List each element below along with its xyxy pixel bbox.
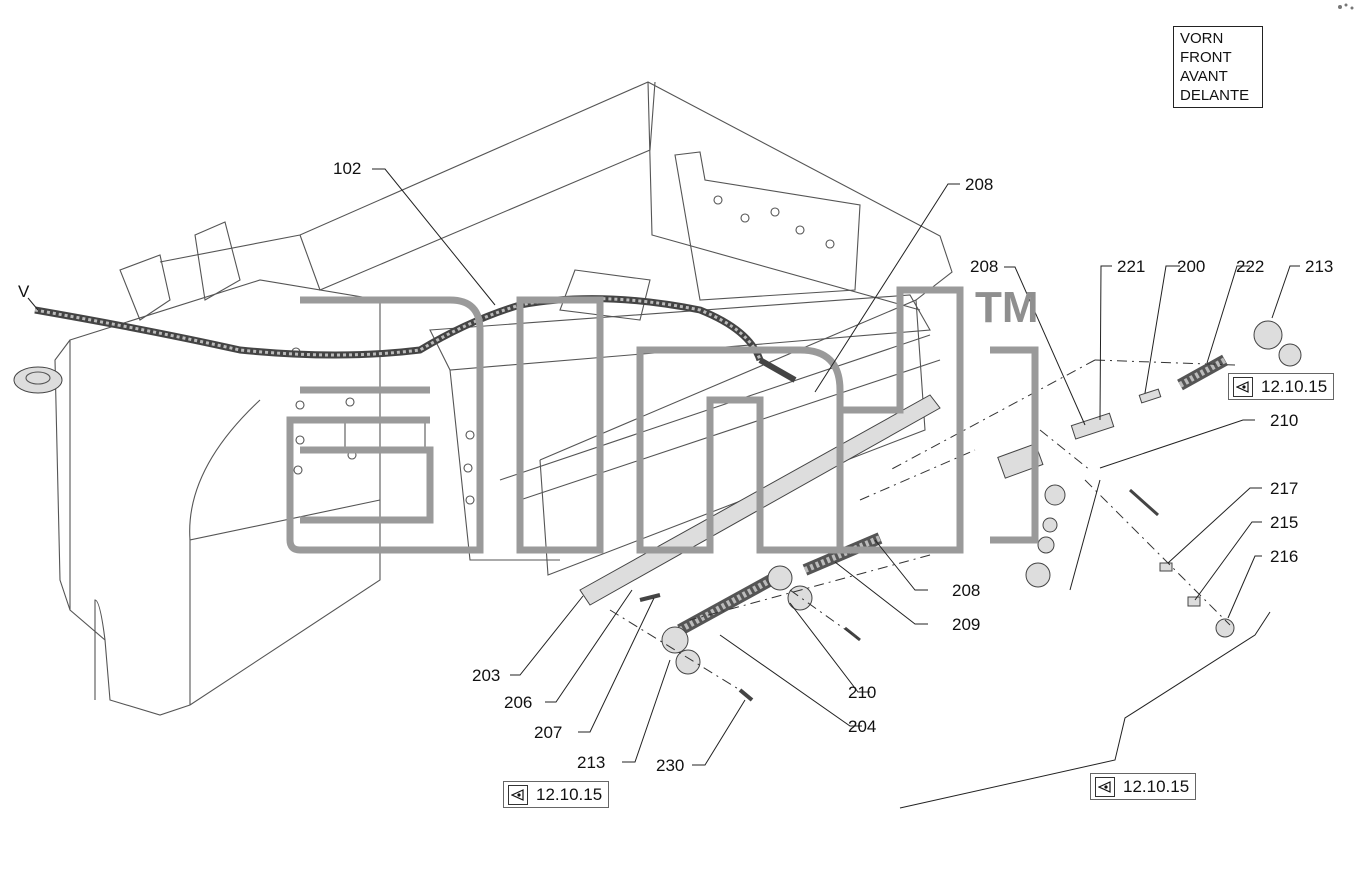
reference-link-top-right[interactable]: 12.10.15 [1228,373,1335,400]
orientation-line-vorn: VORN [1180,30,1224,47]
view-marker-label: V [18,282,30,301]
callout-207: 207 [534,723,562,742]
callout-208-top: 208 [965,175,993,194]
reference-link-label: 12.10.15 [1123,776,1190,796]
reference-link-bottom-right[interactable]: 12.10.15 [1090,773,1197,800]
orientation-box: VORN FRONT AVANT DELANTE [1173,26,1263,108]
watermark-logo [286,286,1039,554]
callout-217: 217 [1270,479,1298,498]
reference-link-label: 12.10.15 [536,784,603,804]
reference-link-bottom-left[interactable]: 12.10.15 [503,781,610,808]
callout-230: 230 [656,756,684,775]
callout-209: 209 [952,615,980,634]
hydraulic-assembly [579,320,1302,702]
callout-213-top: 213 [1305,257,1333,276]
callout-215: 215 [1270,513,1298,532]
reference-link-label: 12.10.15 [1261,376,1328,396]
chassis-frame [13,81,953,716]
eye-icon [508,784,528,805]
callout-210-right: 210 [1270,411,1298,430]
callout-210-bottom: 210 [848,683,876,702]
callout-216: 216 [1270,547,1298,566]
callout-208-bottom: 208 [952,581,980,600]
eye-icon [1233,376,1253,397]
watermark-trademark: TM [975,283,1039,332]
callout-213-bottom: 213 [577,753,605,772]
callout-222: 222 [1236,257,1264,276]
hose-102 [34,295,797,383]
callout-208-mid: 208 [970,257,998,276]
callout-102: 102 [333,159,361,178]
orientation-line-front: FRONT [1180,49,1232,66]
orientation-line-avant: AVANT [1180,68,1228,85]
callout-200: 200 [1177,257,1205,276]
callout-labels: 102 208 208 221 200 222 213 210 217 215 … [333,159,1333,775]
callout-204: 204 [848,717,876,736]
eye-icon [1095,776,1115,797]
corner-mark-icon [1338,3,1354,10]
callout-221: 221 [1117,257,1145,276]
callout-203: 203 [472,666,500,685]
orientation-line-delante: DELANTE [1180,87,1250,104]
callout-206: 206 [504,693,532,712]
leader-lines [372,168,1300,809]
